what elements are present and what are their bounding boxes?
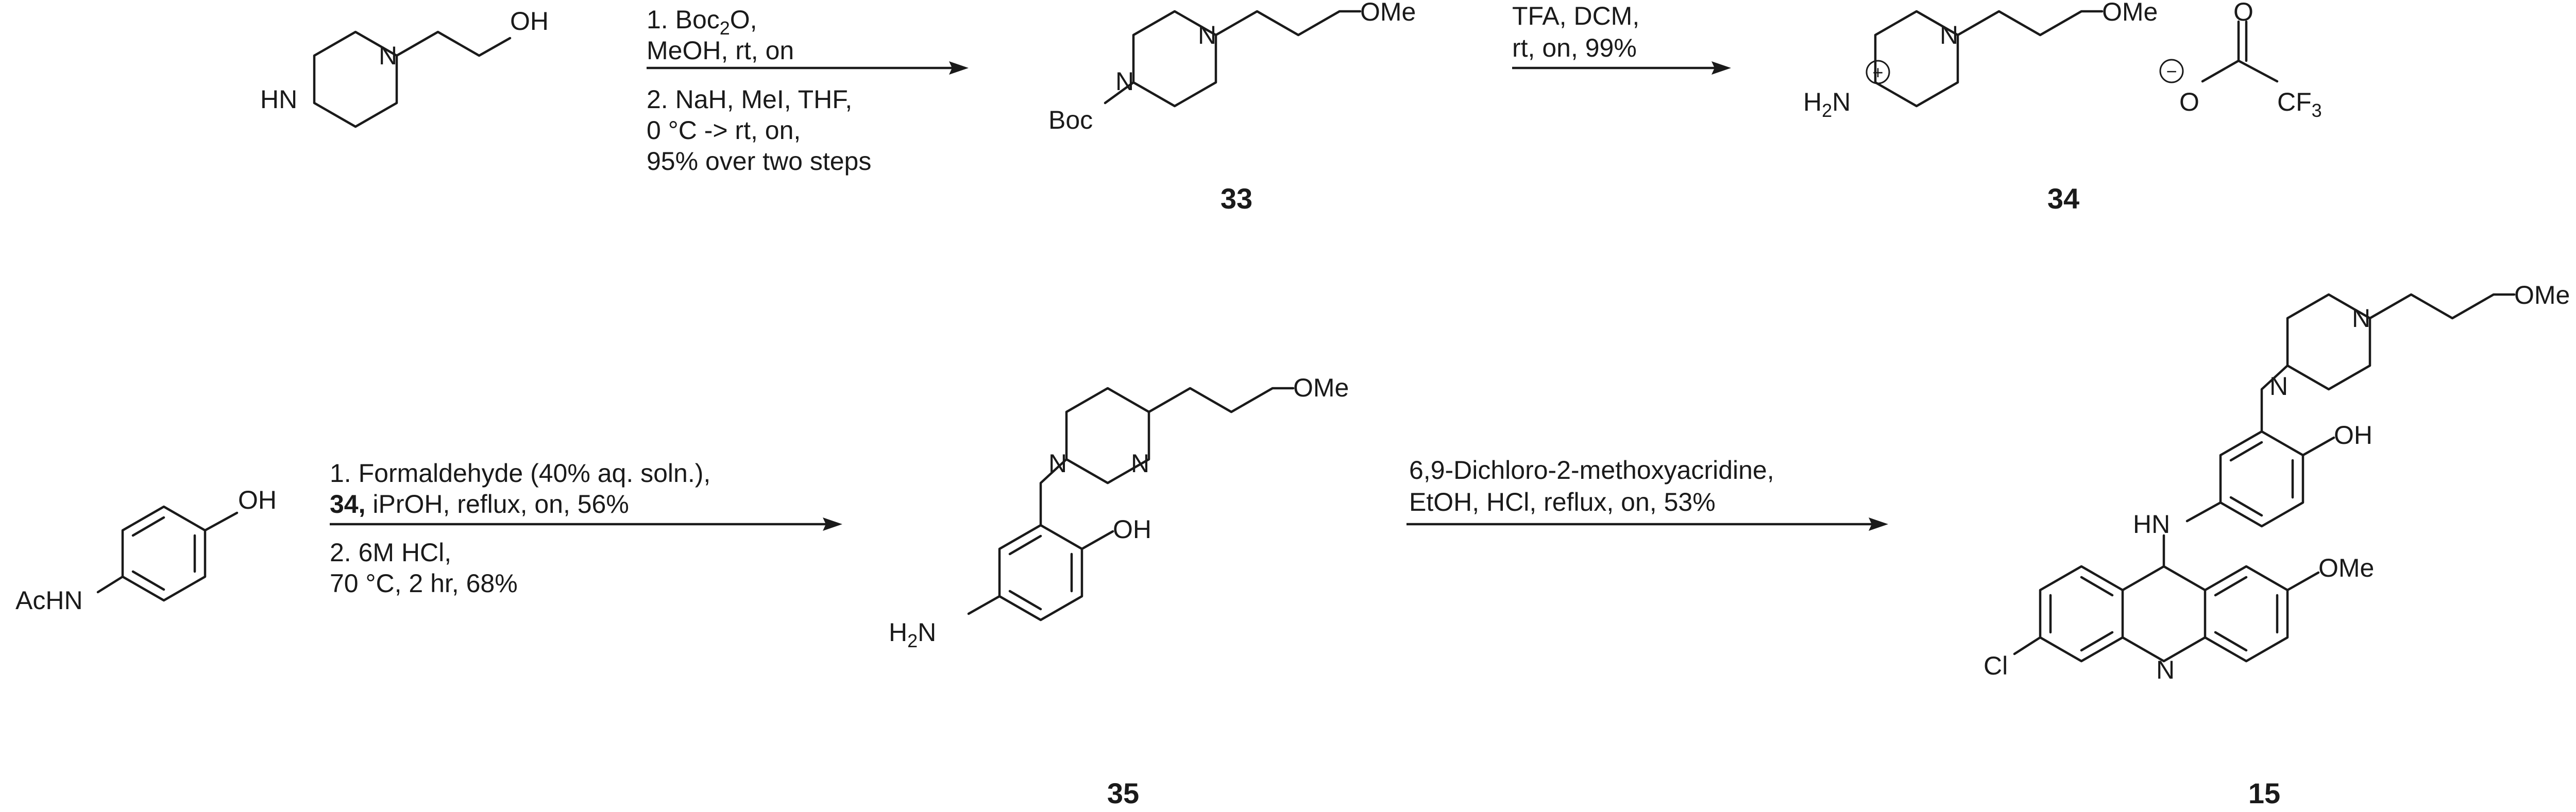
atom-ome: OMe <box>1293 373 1349 402</box>
atom-n: N <box>379 41 397 70</box>
atom-n: N <box>2156 655 2175 684</box>
reaction-3-condition-line-4: 70 °C, 2 hr, 68% <box>330 569 518 598</box>
compound-33-structure: N N OMe Boc <box>1048 0 1416 134</box>
atom-n: N <box>2352 304 2370 333</box>
trifluoroacetate-structure: O O CF3 − <box>2159 0 2322 121</box>
atom-oh: OH <box>510 7 549 36</box>
reaction-3-condition-line-1: 1. Formaldehyde (40% aq. soln.), <box>330 459 710 488</box>
compound-33-label: 33 <box>1221 182 1252 215</box>
reaction-4-condition-line-1: 6,9-Dichloro-2-methoxyacridine, <box>1409 456 1774 485</box>
positive-charge: + <box>1872 62 1883 83</box>
reaction-arrow-2: TFA, DCM, rt, on, 99% <box>1512 2 1731 75</box>
atom-oh: OH <box>238 486 277 514</box>
negative-charge-icon <box>2159 59 2184 83</box>
atom-cl: Cl <box>1984 651 2008 680</box>
hydroxyethylpiperazine-structure: N OH HN <box>260 7 549 128</box>
reaction-3-condition-line-3: 2. 6M HCl, <box>330 538 451 567</box>
reaction-1-condition-line-4: 0 °C -> rt, on, <box>647 116 801 145</box>
atom-ome: OMe <box>2102 0 2158 26</box>
atom-n: N <box>1940 21 1958 49</box>
atom-hn: HN <box>260 85 297 114</box>
atom-ome: OMe <box>2514 281 2570 309</box>
reaction-arrow-1: 1. Boc2O, MeOH, rt, on 2. NaH, MeI, THF,… <box>647 5 969 176</box>
atom-h2n: H2N <box>1803 88 1851 121</box>
atom-h2n: H2N <box>889 618 936 651</box>
compound-34-label: 34 <box>2047 182 2079 215</box>
reaction-2-condition-line-1: TFA, DCM, <box>1512 2 1639 30</box>
atom-o: O <box>2233 0 2253 26</box>
atom-achn: AcHN <box>15 586 83 615</box>
atom-n: N <box>1115 67 1134 96</box>
atom-oh: OH <box>2334 421 2372 450</box>
atom-o: O <box>2179 88 2199 116</box>
reaction-1-condition-line-5: 95% over two steps <box>647 147 871 176</box>
reaction-1-condition-line-1: 1. Boc2O, <box>647 5 757 39</box>
atom-n: N <box>1131 449 1149 478</box>
negative-charge: − <box>2166 61 2177 82</box>
reaction-1-condition-line-2: MeOH, rt, on <box>647 36 794 65</box>
atom-cf3: CF3 <box>2277 88 2322 121</box>
compound-35-structure: N N OMe OH H2N <box>889 373 1349 651</box>
reaction-arrow-3: 1. Formaldehyde (40% aq. soln.), 34, iPr… <box>330 459 842 598</box>
atom-n: N <box>1198 21 1216 49</box>
acetaminophen-structure: OH AcHN <box>15 486 277 615</box>
compound-15-structure: N N OMe OH HN OMe Cl N <box>1984 281 2570 684</box>
reaction-3-condition-line-2: 34, iPrOH, reflux, on, 56% <box>330 490 629 519</box>
atom-n: N <box>1048 449 1067 478</box>
positive-charge-icon <box>1866 60 1890 84</box>
atom-n: N <box>2269 372 2288 401</box>
atom-hn: HN <box>2133 510 2170 539</box>
reaction-1-condition-line-3: 2. NaH, MeI, THF, <box>647 85 852 114</box>
reaction-4-condition-line-2: EtOH, HCl, reflux, on, 53% <box>1409 488 1716 516</box>
atom-ome: OMe <box>2318 554 2374 582</box>
compound-15-label: 15 <box>2248 777 2280 809</box>
compound-35-label: 35 <box>1107 777 1139 809</box>
atom-oh: OH <box>1113 515 1151 544</box>
atom-ome: OMe <box>1360 0 1416 26</box>
compound-34-structure: N OMe H2N + <box>1803 0 2158 121</box>
atom-boc: Boc <box>1048 106 1093 134</box>
reaction-2-condition-line-2: rt, on, 99% <box>1512 33 1637 62</box>
reaction-arrow-4: 6,9-Dichloro-2-methoxyacridine, EtOH, HC… <box>1406 456 1888 531</box>
